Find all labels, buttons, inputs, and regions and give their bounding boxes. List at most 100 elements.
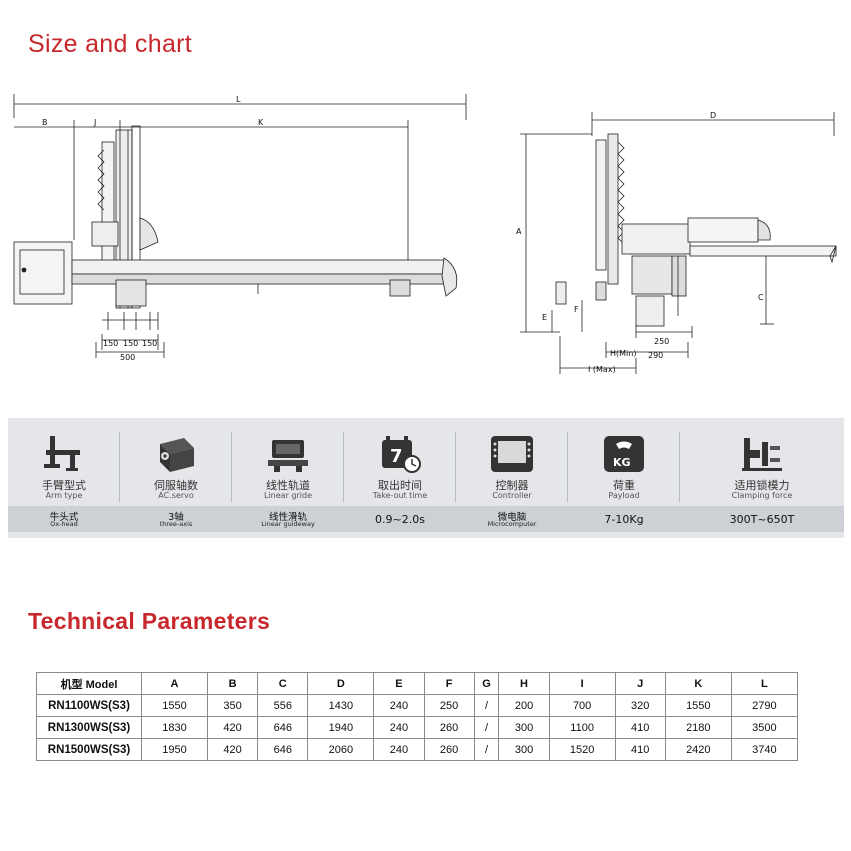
feature-value-zh: 3轴 xyxy=(168,512,184,523)
feature-label-zh: 适用锁模力 xyxy=(734,479,790,492)
table-row: RN1100WS(S3) 1550 350 556 1430 240 250 /… xyxy=(36,694,799,717)
feature-linear-rail: 线性轨道 Linear gride 线性滑轨 Linear guideway xyxy=(232,418,344,538)
feature-label-en: Payload xyxy=(608,491,640,500)
table-cell: 260 xyxy=(423,716,475,739)
table-cell: 350 xyxy=(207,694,259,717)
parameters-table: 机型 Model A B C D E F G H I J K L RN1100W… xyxy=(36,672,799,761)
feature-band: 手臂型式 Arm type 牛头式 Ox-head 伺服轴数 AC.servo … xyxy=(8,418,844,538)
side-view-drawing: L B J K 150 150 150 500 xyxy=(13,94,467,362)
dim-E: E xyxy=(542,313,547,322)
table-cell: / xyxy=(473,738,500,761)
servo-motor-icon xyxy=(160,438,194,472)
technical-parameters-title: Technical Parameters xyxy=(28,608,271,634)
feature-label-zh: 手臂型式 xyxy=(42,479,86,492)
feature-value: 3轴 three-axis xyxy=(120,506,232,532)
feature-value-zh: 线性滑轨 xyxy=(268,512,307,523)
table-cell: 2060 xyxy=(307,738,375,761)
table-cell: 2420 xyxy=(664,738,732,761)
table-cell: 1520 xyxy=(548,738,616,761)
table-cell-model: RN1300WS(S3) xyxy=(36,716,142,739)
feature-divider xyxy=(679,432,680,502)
controller-screen-icon xyxy=(491,436,533,472)
feature-value-en: Ox-head xyxy=(50,520,78,528)
arm-type-icon xyxy=(44,436,80,471)
feature-label-zh: 取出时间 xyxy=(378,479,422,492)
column-header: 机型 Model xyxy=(36,672,142,695)
linear-rail-icon xyxy=(268,440,308,472)
feature-value: 0.9~2.0s xyxy=(344,506,456,532)
feature-value-zh: 微电脑 xyxy=(497,512,527,523)
feature-divider xyxy=(343,432,344,502)
feature-value-zh: 牛头式 xyxy=(49,512,79,523)
dim-K: K xyxy=(258,118,264,127)
dim-h-min: H(Min) xyxy=(610,349,636,358)
table-cell: 700 xyxy=(548,694,616,717)
dim-500: 500 xyxy=(120,353,135,362)
table-cell: / xyxy=(473,716,500,739)
feature-servo: 伺服轴数 AC.servo 3轴 three-axis xyxy=(120,418,232,538)
table-cell: 410 xyxy=(614,716,666,739)
feature-divider xyxy=(231,432,232,502)
column-header: E xyxy=(373,672,425,695)
table-cell: 240 xyxy=(373,716,425,739)
feature-value-text: 0.9~2.0s xyxy=(375,513,425,526)
table-cell: 556 xyxy=(257,694,309,717)
column-header: H xyxy=(498,672,550,695)
table-cell: 1100 xyxy=(548,716,616,739)
table-cell: 1430 xyxy=(307,694,375,717)
feature-value-text: 300T~650T xyxy=(729,513,795,526)
table-cell: 420 xyxy=(207,716,259,739)
dim-250: 250 xyxy=(654,337,669,346)
column-header: G xyxy=(473,672,500,695)
feature-value-en: three-axis xyxy=(159,520,193,528)
feature-value: 300T~650T xyxy=(680,506,844,532)
feature-label-zh: 伺服轴数 xyxy=(154,479,198,492)
column-header: L xyxy=(730,672,799,695)
feature-arm-type: 手臂型式 Arm type 牛头式 Ox-head xyxy=(8,418,120,538)
dim-150-c: 150 xyxy=(142,339,157,348)
column-header: A xyxy=(140,672,209,695)
column-header: K xyxy=(664,672,732,695)
dim-D: D xyxy=(710,111,716,120)
table-cell: 1550 xyxy=(140,694,209,717)
feature-value-en: Linear guideway xyxy=(261,520,315,528)
table-cell: 240 xyxy=(373,694,425,717)
table-header-row: 机型 Model A B C D E F G H I J K L xyxy=(36,672,799,695)
dim-F: F xyxy=(574,305,579,314)
dim-150-a: 150 xyxy=(103,339,118,348)
front-view-drawing: D A C E F 250 H(Min) 290 I (Max) xyxy=(516,111,837,374)
feature-divider xyxy=(567,432,568,502)
table-cell: 260 xyxy=(423,738,475,761)
table-cell: 420 xyxy=(207,738,259,761)
feature-value: 微电脑 Microcomputer xyxy=(456,506,568,532)
dim-290: 290 xyxy=(648,351,663,360)
table-cell: 410 xyxy=(614,738,666,761)
feature-divider xyxy=(119,432,120,502)
table-cell: / xyxy=(473,694,500,717)
feature-label-en: AC.servo xyxy=(158,491,194,500)
feature-controller: 控制器 Controller 微电脑 Microcomputer xyxy=(456,418,568,538)
dim-J: J xyxy=(93,118,96,127)
table-row: RN1500WS(S3) 1950 420 646 2060 240 260 /… xyxy=(36,738,799,761)
feature-take-out-time: 7 取出时间 Take-out time 0.9~2.0s xyxy=(344,418,456,538)
table-cell: 1940 xyxy=(307,716,375,739)
table-cell: 3500 xyxy=(730,716,799,739)
feature-payload: KG 荷重 Payload 7-10Kg xyxy=(568,418,680,538)
feature-value: 7-10Kg xyxy=(568,506,680,532)
table-cell: 1950 xyxy=(140,738,209,761)
weight-kg-icon: KG xyxy=(604,436,644,472)
feature-value-en: Microcomputer xyxy=(487,520,537,528)
column-header: I xyxy=(548,672,616,695)
feature-clamping-force: 适用锁模力 Clamping force 300T~650T xyxy=(680,418,844,538)
column-header: J xyxy=(614,672,666,695)
table-cell: 320 xyxy=(614,694,666,717)
dim-i-max: I (Max) xyxy=(588,365,616,374)
dim-150-b: 150 xyxy=(123,339,138,348)
column-header: F xyxy=(423,672,475,695)
column-header: C xyxy=(257,672,309,695)
table-cell: 646 xyxy=(257,716,309,739)
feature-label-zh: 线性轨道 xyxy=(266,479,310,492)
table-cell: 200 xyxy=(498,694,550,717)
size-chart-title: Size and chart xyxy=(28,30,193,58)
dim-L: L xyxy=(236,95,241,104)
